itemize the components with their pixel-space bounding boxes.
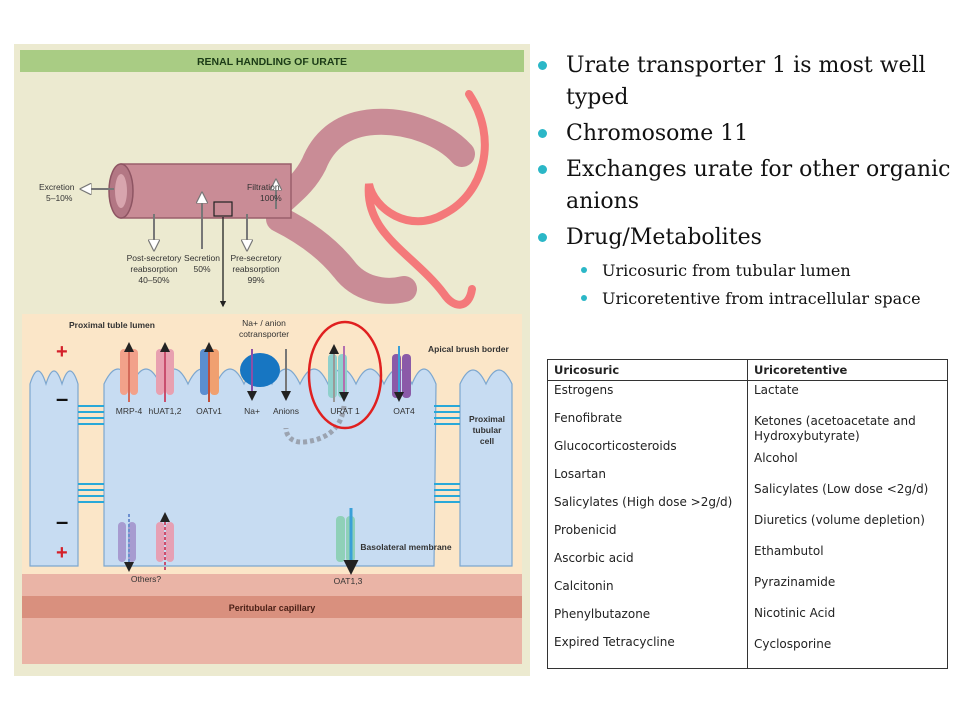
others-label: Others? xyxy=(131,574,162,584)
post-label-2: reabsorption xyxy=(130,264,178,274)
drug-uricoretentive-item: Nicotinic Acid xyxy=(754,606,836,620)
drug-uricoretentive-item: Pyrazinamide xyxy=(754,575,836,589)
drug-uricoretentive-item: Diuretics (volume depletion) xyxy=(754,513,925,527)
sub-bullet-uricoretentive: Uricoretentive from intracellular space xyxy=(532,286,952,312)
figure-title-bar xyxy=(20,50,524,72)
capillary-loop xyxy=(364,90,489,309)
transporter-oatv1 xyxy=(200,342,219,402)
tubule-lumen-end xyxy=(115,174,127,208)
cell-label-3: cell xyxy=(480,436,494,446)
drug-uricosuric-item: Phenylbutazone xyxy=(554,607,651,621)
transporter-mrp4 xyxy=(120,342,138,402)
bullet-exchanges: Exchanges urate for other organic anions xyxy=(532,154,952,218)
filtration-value: 100% xyxy=(260,193,282,203)
brush-border-label: Apical brush border xyxy=(428,344,509,354)
secretion-label: Secretion xyxy=(184,253,220,263)
excretion-value: 5–10% xyxy=(46,193,73,203)
excretion-label: Excretion xyxy=(39,182,75,192)
oat13-label: OAT1,3 xyxy=(334,576,363,586)
drug-uricosuric-item: Expired Tetracycline xyxy=(554,635,675,649)
zoom-box xyxy=(213,201,233,217)
transporter-label: MRP-4 xyxy=(116,406,143,416)
tight-junctions xyxy=(78,405,460,503)
sub-bullet-uricosuric: Uricosuric from tubular lumen xyxy=(532,258,952,284)
transporter-urat1 xyxy=(328,344,349,402)
minus-bottom: – xyxy=(56,509,68,534)
transporter-labels: MRP-4 hUAT1,2 OATv1 Na+ Anions URAT 1 OAT4 xyxy=(116,406,415,416)
pre-label-1: Pre-secretory xyxy=(230,253,282,263)
figure-title: RENAL HANDLING OF URATE xyxy=(197,56,347,68)
bullet-chromosome: Chromosome 11 xyxy=(532,118,952,150)
bullet-list: Urate transporter 1 is most well typed C… xyxy=(532,50,952,314)
pre-label-3: 99% xyxy=(247,275,264,285)
drug-uricosuric-item: Probenicid xyxy=(554,523,617,537)
renal-urate-figure: RENAL HANDLING OF URATE Excretion 5–10% … xyxy=(14,44,530,676)
drug-uricoretentive-item: Alcohol xyxy=(754,451,798,465)
lumen-label: Proximal tuble lumen xyxy=(69,320,155,330)
transporter-label: URAT 1 xyxy=(330,406,360,416)
transporter-label: Anions xyxy=(273,406,299,416)
cell-main xyxy=(103,368,437,567)
pre-label-2: reabsorption xyxy=(232,264,280,274)
cell-label-1: Proximal xyxy=(469,414,505,424)
transporter-oat13 xyxy=(336,508,359,575)
plus-top: + xyxy=(56,341,68,363)
bullet-drugs: Drug/Metabolites xyxy=(532,222,952,254)
transporter-others xyxy=(118,512,174,572)
drug-uricosuric-item: Salicylates (High dose >2g/d) xyxy=(554,495,733,509)
post-label-1: Post-secretory xyxy=(127,253,183,263)
cell-label-2: tubular xyxy=(473,425,502,435)
drug-uricosuric-item: Fenofibrate xyxy=(554,411,623,425)
transporter-label: OAT4 xyxy=(393,406,415,416)
capillary-region xyxy=(22,574,522,664)
filtration-label: Filtration xyxy=(247,182,280,192)
anion-recycle-path xyxy=(283,405,347,445)
transporter-oat4 xyxy=(392,346,411,402)
cell-right xyxy=(459,369,513,567)
secretion-value: 50% xyxy=(193,264,210,274)
drug-uricoretentive-item: Ketones (acetoacetate and Hydroxybutyrat… xyxy=(754,414,916,443)
cotransporter-label-2: cotransporter xyxy=(239,329,289,339)
cell-left xyxy=(29,370,79,567)
cotransporter-label-1: Na+ / anion xyxy=(242,318,286,328)
minus-top: – xyxy=(56,386,68,411)
tubule-loop-lower xyxy=(266,206,417,304)
transporter-huat xyxy=(156,342,174,402)
drug-uricoretentive-item: Lactate xyxy=(754,383,799,397)
drug-uricosuric-item: Calcitonin xyxy=(554,579,614,593)
capillary-band xyxy=(22,596,522,618)
drug-uricosuric-item: Estrogens xyxy=(554,383,614,397)
drug-uricoretentive-item: Ethambutol xyxy=(754,544,824,558)
transporter-label: OATv1 xyxy=(196,406,222,416)
tubule-loop-upper xyxy=(266,108,475,217)
basolateral-label: Basolateral membrane xyxy=(360,542,451,552)
tubule-body xyxy=(120,163,292,219)
drug-uricosuric-item: Losartan xyxy=(554,467,607,481)
capillary-label: Peritubular capillary xyxy=(229,603,316,613)
cotransporter-blob xyxy=(240,353,280,387)
drug-uricoretentive-item: Salicylates (Low dose <2g/d) xyxy=(754,482,929,496)
drug-uricosuric-item: Ascorbic acid xyxy=(554,551,634,565)
bullet-urat1: Urate transporter 1 is most well typed xyxy=(532,50,952,114)
transporter-label: hUAT1,2 xyxy=(149,406,182,416)
drug-uricoretentive-item: Cyclosporine xyxy=(754,637,832,651)
urat1-highlight-circle xyxy=(307,320,383,430)
post-label-3: 40–50% xyxy=(138,275,170,285)
drug-uricosuric-item: Glucocorticosteroids xyxy=(554,439,677,453)
plus-bottom: + xyxy=(56,542,68,564)
transporter-label: Na+ xyxy=(244,406,260,416)
header-uricoretentive: Uricoretentive xyxy=(747,359,948,381)
header-uricosuric: Uricosuric xyxy=(547,359,748,381)
